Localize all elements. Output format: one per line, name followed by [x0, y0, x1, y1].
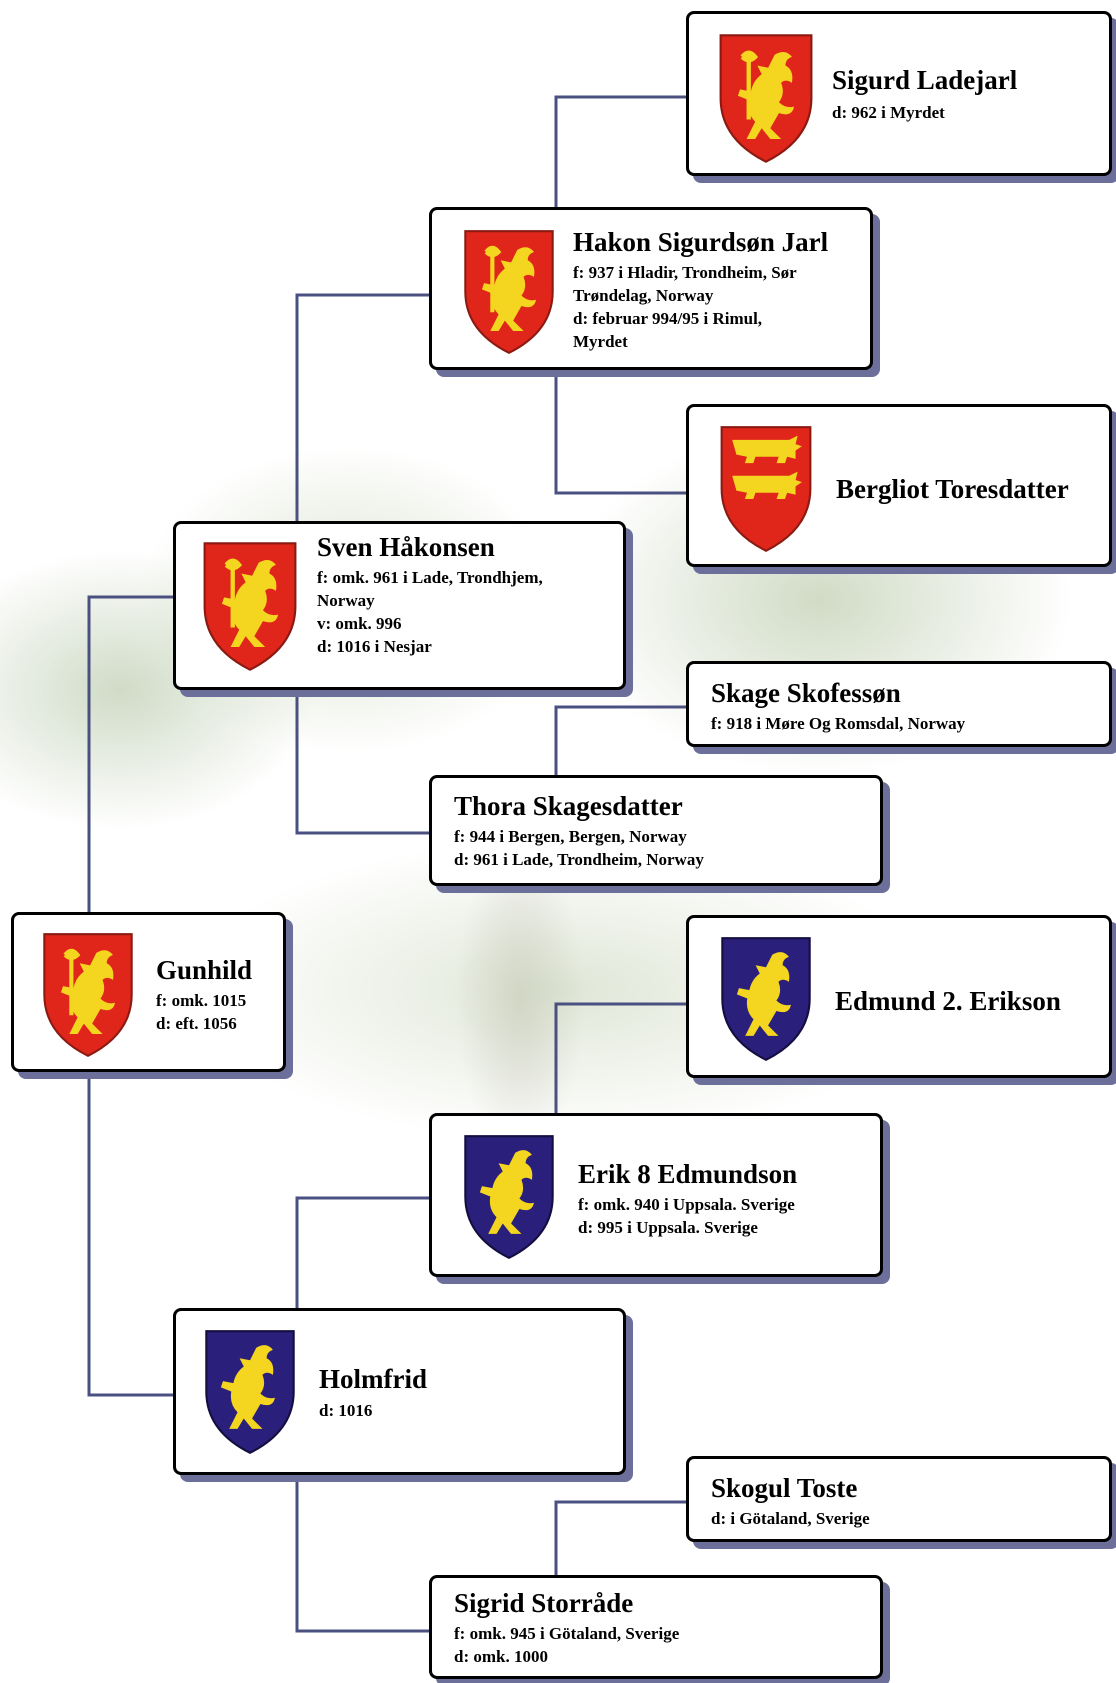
detail-line: f: 937 i Hladir, Trondheim, Sør	[573, 263, 797, 282]
detail-line: d: 995 i Uppsala. Sverige	[578, 1218, 758, 1237]
sweden-lion-shield-icon	[464, 1135, 554, 1260]
norway-lion-shield-icon	[719, 34, 813, 163]
detail-line: f: omk. 945 i Götaland, Sverige	[454, 1624, 680, 1643]
connector-edmund-erik	[554, 1002, 686, 1113]
person-card-sigrid[interactable]: Sigrid Storråde f: omk. 945 i Götaland, …	[429, 1575, 883, 1679]
detail-line: d: eft. 1056	[156, 1014, 237, 1033]
person-card-thora[interactable]: Thora Skagesdatter f: 944 i Bergen, Berg…	[429, 775, 883, 886]
person-card-holmfrid[interactable]: Holmfrid d: 1016	[173, 1308, 626, 1475]
norway-lion-shield-icon	[43, 933, 133, 1058]
detail-line: f: omk. 1015	[156, 991, 247, 1010]
person-details: f: 918 i Møre Og Romsdal, Norway	[711, 712, 965, 735]
norway-lion-shield-icon	[464, 230, 554, 355]
sweden-lion-shield-icon	[721, 937, 811, 1062]
person-name: Edmund 2. Erikson	[835, 986, 1061, 1016]
person-name: Holmfrid	[319, 1364, 427, 1394]
person-card-bergliot[interactable]: Bergliot Toresdatter	[686, 404, 1112, 567]
person-details: f: omk. 961 i Lade, Trondhjem, Norway v:…	[317, 566, 543, 658]
detail-line: d: omk. 1000	[454, 1647, 548, 1666]
person-details: d: 1016	[319, 1399, 372, 1422]
person-name: Sigrid Storråde	[454, 1588, 634, 1618]
person-card-sigurd[interactable]: Sigurd Ladejarl d: 962 i Myrdet	[686, 11, 1112, 176]
person-card-erik[interactable]: Erik 8 Edmundson f: omk. 940 i Uppsala. …	[429, 1113, 883, 1277]
connector-sven-thora	[295, 690, 429, 835]
person-card-edmund[interactable]: Edmund 2. Erikson	[686, 915, 1112, 1078]
person-name: Hakon Sigurdsøn Jarl	[573, 227, 829, 257]
sweden-lion-shield-icon	[205, 1330, 295, 1455]
detail-line: d: 1016	[319, 1401, 373, 1420]
person-details: f: omk. 1015 d: eft. 1056	[156, 989, 246, 1035]
connector-gunhild-holmfrid	[87, 1072, 173, 1397]
person-details: f: omk. 945 i Götaland, Sverige d: omk. …	[454, 1622, 679, 1668]
person-name: Skage Skofessøn	[711, 678, 901, 708]
person-card-gunhild[interactable]: Gunhild f: omk. 1015 d: eft. 1056	[11, 912, 286, 1072]
person-name: Skogul Toste	[711, 1473, 858, 1503]
connector-hakon-bergliot	[554, 370, 686, 495]
detail-line: d: 1016 i Nesjar	[317, 637, 432, 656]
connector-sven-gunhild	[87, 595, 173, 912]
detail-line: f: 918 i Møre Og Romsdal, Norway	[711, 714, 966, 733]
person-name: Sven Håkonsen	[317, 532, 495, 562]
person-name: Erik 8 Edmundson	[578, 1159, 798, 1189]
detail-line: d: i Götaland, Sverige	[711, 1509, 870, 1528]
detail-line: f: omk. 940 i Uppsala. Sverige	[578, 1195, 795, 1214]
person-card-sven[interactable]: Sven Håkonsen f: omk. 961 i Lade, Trondh…	[173, 521, 626, 690]
detail-line: d: 961 i Lade, Trondheim, Norway	[454, 850, 704, 869]
detail-line: d: 962 i Myrdet	[832, 103, 945, 122]
connector-holmfrid-sigrid	[295, 1475, 429, 1633]
detail-line: d: februar 994/95 i Rimul,	[573, 309, 763, 328]
connector-erik-holmfrid	[295, 1196, 429, 1308]
connector-sigurd-hakon	[554, 95, 686, 207]
detail-line: f: omk. 961 i Lade, Trondhjem,	[317, 568, 543, 587]
person-card-hakon[interactable]: Hakon Sigurdsøn Jarl f: 937 i Hladir, Tr…	[429, 207, 873, 370]
person-details: f: 944 i Bergen, Bergen, Norway d: 961 i…	[454, 825, 704, 871]
person-details: f: 937 i Hladir, Trondheim, Sør Trøndela…	[573, 261, 797, 353]
person-details: d: i Götaland, Sverige	[711, 1507, 870, 1530]
person-name: Sigurd Ladejarl	[832, 65, 1018, 95]
detail-line: f: 944 i Bergen, Bergen, Norway	[454, 827, 687, 846]
person-card-skogul[interactable]: Skogul Toste d: i Götaland, Sverige	[686, 1456, 1112, 1542]
detail-line: Norway	[317, 591, 375, 610]
connector-hakon-sven	[295, 293, 429, 521]
person-name: Thora Skagesdatter	[454, 791, 683, 821]
detail-line: Trøndelag, Norway	[573, 286, 714, 305]
person-details: f: omk. 940 i Uppsala. Sverige d: 995 i …	[578, 1193, 795, 1239]
person-details: d: 962 i Myrdet	[832, 101, 945, 124]
detail-line: Myrdet	[573, 332, 628, 351]
person-card-skage[interactable]: Skage Skofessøn f: 918 i Møre Og Romsdal…	[686, 661, 1112, 747]
person-name: Bergliot Toresdatter	[836, 474, 1069, 504]
lions-passant-shield-icon	[720, 426, 812, 552]
person-name: Gunhild	[156, 955, 253, 985]
connector-skage-thora	[554, 705, 686, 775]
detail-line: v: omk. 996	[317, 614, 402, 633]
norway-lion-shield-icon	[203, 542, 297, 671]
connector-skogul-sigrid	[554, 1500, 686, 1575]
